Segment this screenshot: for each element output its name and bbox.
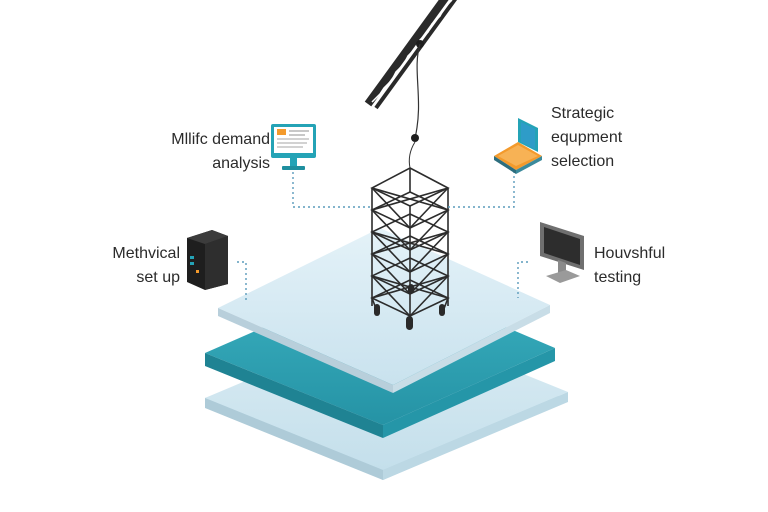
label-equipment-selection-line1: Strategic xyxy=(551,105,615,122)
monitor-document-icon xyxy=(271,124,316,170)
label-demand-analysis-line2: analysis xyxy=(212,155,270,172)
laptop-icon xyxy=(494,118,542,174)
tower-wheels xyxy=(374,284,445,330)
label-set-up: Methvical set up xyxy=(80,242,180,290)
stack-layer-top xyxy=(218,228,550,393)
label-testing-line1: Houvshful xyxy=(594,245,666,262)
label-set-up-line2: set up xyxy=(136,269,180,286)
lattice-tower-icon xyxy=(370,167,450,322)
desktop-monitor-icon xyxy=(540,222,584,283)
crane-boom-icon xyxy=(364,0,458,169)
server-tower-icon xyxy=(187,230,228,290)
label-testing-line2: testing xyxy=(594,269,642,286)
label-equipment-selection-line2: equpment xyxy=(551,129,623,146)
label-equipment-selection: Strategic equpment selection xyxy=(551,102,671,174)
label-demand-analysis-line1: Mllifc demand xyxy=(171,131,270,148)
label-equipment-selection-line3: selection xyxy=(551,153,615,170)
label-set-up-line1: Methvical xyxy=(112,245,180,262)
label-demand-analysis: Mllifc demand analysis xyxy=(130,128,270,176)
connector-lines xyxy=(237,172,528,302)
label-testing: Houvshful testing xyxy=(594,242,704,290)
